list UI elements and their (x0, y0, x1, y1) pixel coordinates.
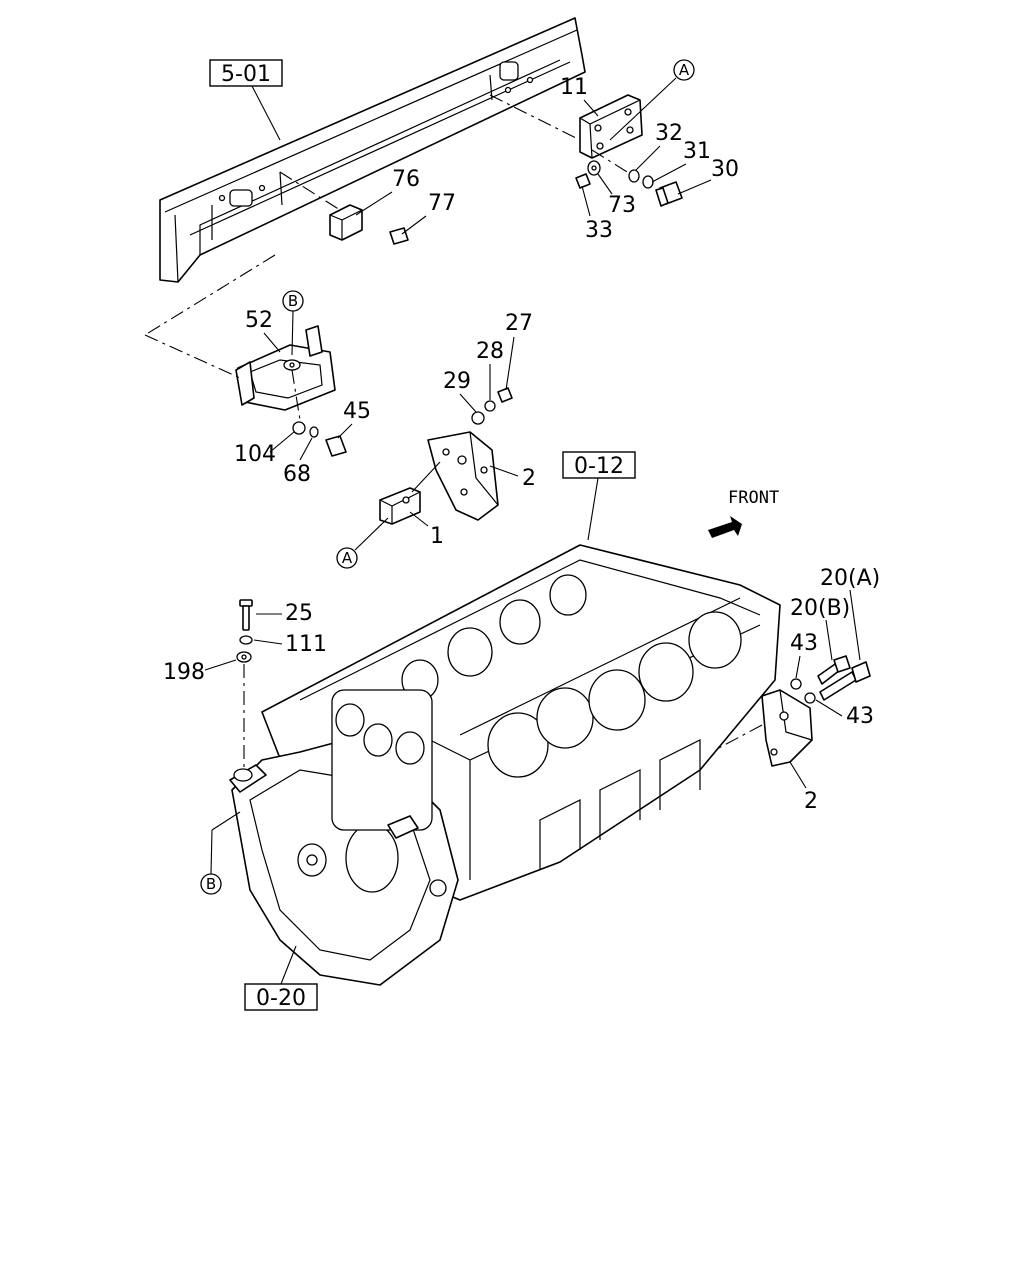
callout-104: 104 (234, 442, 276, 467)
callout-43-lower: 43 (846, 704, 874, 729)
callout-73: 73 (608, 193, 636, 218)
callout-111: 111 (285, 632, 327, 657)
callout-25: 25 (285, 601, 313, 626)
fastener-group-left (236, 599, 253, 663)
circled-ref-b-mount-label: B (288, 292, 298, 310)
fastener-group-27-29 (471, 387, 513, 425)
rubber-mount-52 (235, 325, 336, 411)
frame-rail (159, 17, 586, 283)
callout-2-lower: 2 (804, 789, 818, 814)
front-arrow-icon (708, 516, 742, 538)
ref-frame-label: 5-01 (221, 62, 271, 87)
ref-box-engine-block (562, 451, 636, 479)
circled-ref-a-lower (336, 547, 358, 569)
callout-45: 45 (343, 399, 371, 424)
callout-30: 30 (711, 157, 739, 182)
callout-11: 11 (560, 75, 588, 100)
callout-20a: 20(A) (820, 566, 880, 591)
front-label: FRONT (728, 488, 779, 508)
callout-28: 28 (476, 339, 504, 364)
callout-20b: 20(B) (790, 596, 850, 621)
bracket-2-lower (761, 689, 813, 767)
bracket-11 (579, 94, 643, 159)
circled-ref-a-lower-label: A (342, 549, 353, 567)
callout-29: 29 (443, 369, 471, 394)
ref-engine-block-label: 0-12 (574, 454, 624, 479)
callout-32: 32 (655, 121, 683, 146)
callout-77: 77 (428, 191, 456, 216)
callout-198: 198 (163, 660, 205, 685)
circled-ref-a-top (673, 59, 695, 81)
callout-2-upper: 2 (522, 466, 536, 491)
callouts: 11 32 31 30 73 33 76 77 52 27 28 29 45 1… (163, 75, 880, 814)
circled-ref-a-top-label: A (679, 61, 690, 79)
callout-68: 68 (283, 462, 311, 487)
callout-33: 33 (585, 218, 613, 243)
circled-ref-b-lower-label: B (206, 875, 216, 893)
bracket-76 (329, 204, 409, 245)
fastener-group-right (790, 655, 871, 704)
cushion-1 (379, 487, 421, 525)
bracket-2-upper (427, 431, 499, 521)
fastener-group-top-right (575, 160, 683, 207)
fastener-group-mount (292, 421, 347, 457)
callout-31: 31 (683, 139, 711, 164)
callout-27: 27 (505, 311, 533, 336)
flywheel-housing (229, 689, 459, 986)
callout-1: 1 (430, 524, 444, 549)
ref-box-frame (209, 59, 283, 87)
ref-flywheel-housing-label: 0-20 (256, 986, 306, 1011)
callout-43-upper: 43 (790, 631, 818, 656)
callout-52: 52 (245, 308, 273, 333)
callout-76: 76 (392, 167, 420, 192)
